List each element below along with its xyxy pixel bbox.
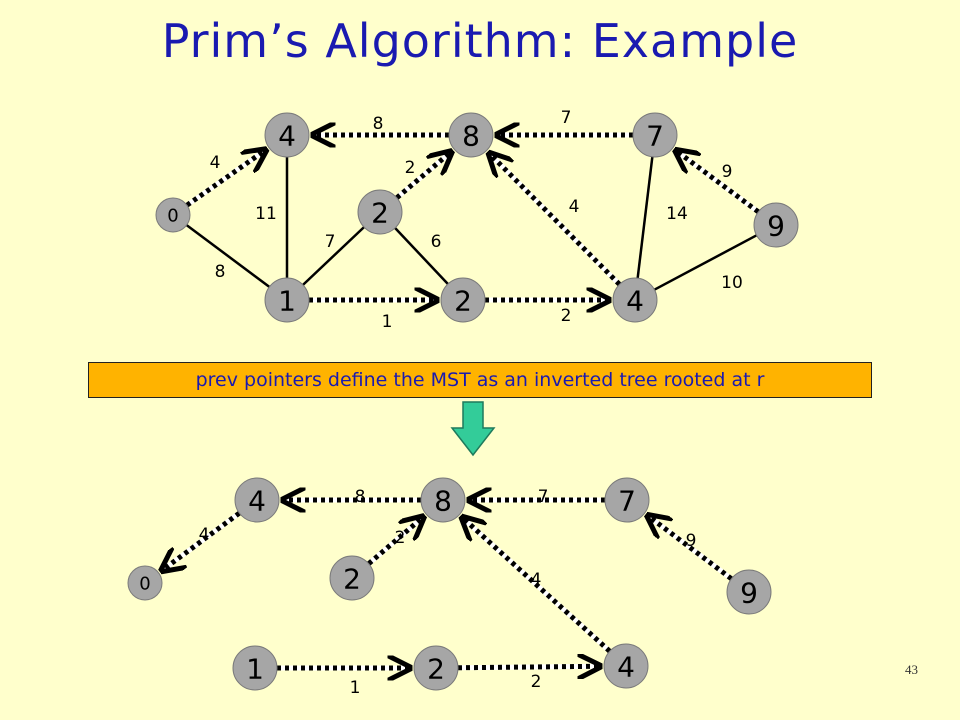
bottom-edge-underlay-H-I [457, 663, 601, 671]
bottom-node-D [604, 477, 650, 523]
top-edge-weight: 8 [373, 114, 384, 134]
top-node-D [632, 112, 678, 158]
page-number: 43 [905, 662, 918, 677]
bottom-node-F [726, 569, 772, 615]
bottom-node-G [232, 645, 278, 691]
top-edge-weight: 6 [431, 232, 442, 252]
bottom-node-key: 2 [343, 563, 361, 596]
bottom-node-key: 9 [740, 577, 758, 610]
top-edge-D-I [636, 156, 654, 279]
top-edge-weight: 4 [210, 153, 221, 173]
top-node-key: 9 [767, 210, 785, 243]
bottom-node-H [413, 645, 459, 691]
bottom-edge-weight: 2 [395, 528, 406, 548]
bottom-node-key: 4 [617, 651, 635, 684]
top-edge-A-G [185, 224, 271, 288]
top-node-H [440, 277, 486, 323]
top-node-key: 4 [278, 120, 296, 153]
bottom-edge-weight: 4 [531, 570, 542, 590]
top-edge-weight: 11 [255, 204, 277, 224]
top-edge-F-I [653, 234, 758, 291]
bottom-node-A [127, 565, 163, 601]
bottom-tree-edge-E-C [367, 517, 424, 566]
bottom-edge-weight: 1 [350, 678, 361, 698]
bottom-tree-edge-B-A [162, 511, 241, 570]
bottom-tree-edge-F-D [648, 516, 733, 581]
top-node-F [753, 202, 799, 248]
bottom-edge-weight: 4 [199, 525, 210, 545]
bottom-node-key: 2 [427, 653, 445, 686]
top-node-key: 2 [454, 285, 472, 318]
down-arrow-icon [450, 401, 496, 457]
top-node-C [448, 112, 494, 158]
bottom-edge-weight: 9 [686, 531, 697, 551]
top-edge-weight: 1 [382, 312, 393, 332]
top-edge-E-G [302, 226, 365, 286]
top-node-G [264, 277, 310, 323]
bottom-tree-edge-I-C [462, 517, 612, 654]
bottom-node-C [420, 477, 466, 523]
top-edge-weight: 7 [325, 232, 336, 252]
bottom-node-key: 1 [246, 653, 264, 686]
top-node-key: 8 [462, 120, 480, 153]
bottom-node-key: 8 [434, 485, 452, 518]
bottom-edge-weight: 2 [531, 672, 542, 692]
bottom-node-E [329, 555, 375, 601]
top-edge-weight: 4 [569, 197, 580, 217]
bottom-edge-weight: 8 [355, 487, 366, 507]
top-edge-E-H [394, 227, 449, 285]
top-edge-weight: 14 [666, 204, 688, 224]
top-node-key: 4 [626, 285, 644, 318]
bottom-node-key: 4 [248, 485, 266, 518]
top-edge-weight: 2 [561, 306, 572, 326]
bottom-node-I [603, 643, 649, 689]
bottom-graph: 4 8 2 7 9 4 1 2 0 4 8 7 2 9 1 2 4 [127, 477, 772, 698]
bottom-edge-weight: 7 [538, 487, 549, 507]
top-node-key: 0 [167, 206, 178, 227]
top-node-key: 7 [646, 120, 664, 153]
top-tree-edge-A-B [185, 150, 266, 208]
bottom-node-key: 7 [618, 485, 636, 518]
top-tree-edge-F-D [676, 151, 760, 214]
top-graph: 4 8 11 8 2 7 6 1 2 4 7 14 9 10 0 4 8 7 2 9 1 2 4 [155, 108, 799, 332]
slide-title: Prim’s Algorithm: Example [161, 14, 799, 68]
top-node-I [612, 277, 658, 323]
bottom-node-B [234, 477, 280, 523]
top-node-E [357, 189, 403, 235]
top-edge-weight: 8 [215, 262, 226, 282]
top-node-key: 2 [371, 197, 389, 230]
top-tree-edge-E-C [395, 152, 451, 200]
top-edge-weight: 2 [405, 158, 416, 178]
top-edge-weight: 9 [722, 162, 733, 182]
top-tree-edge-I-C [489, 153, 622, 287]
top-node-key: 1 [278, 285, 296, 318]
bottom-node-key: 0 [139, 574, 150, 595]
top-node-A [155, 197, 191, 233]
callout-box: prev pointers define the MST as an inver… [88, 362, 872, 398]
top-edge-weight: 10 [721, 273, 743, 293]
top-node-B [264, 112, 310, 158]
top-edge-weight: 7 [561, 108, 572, 128]
